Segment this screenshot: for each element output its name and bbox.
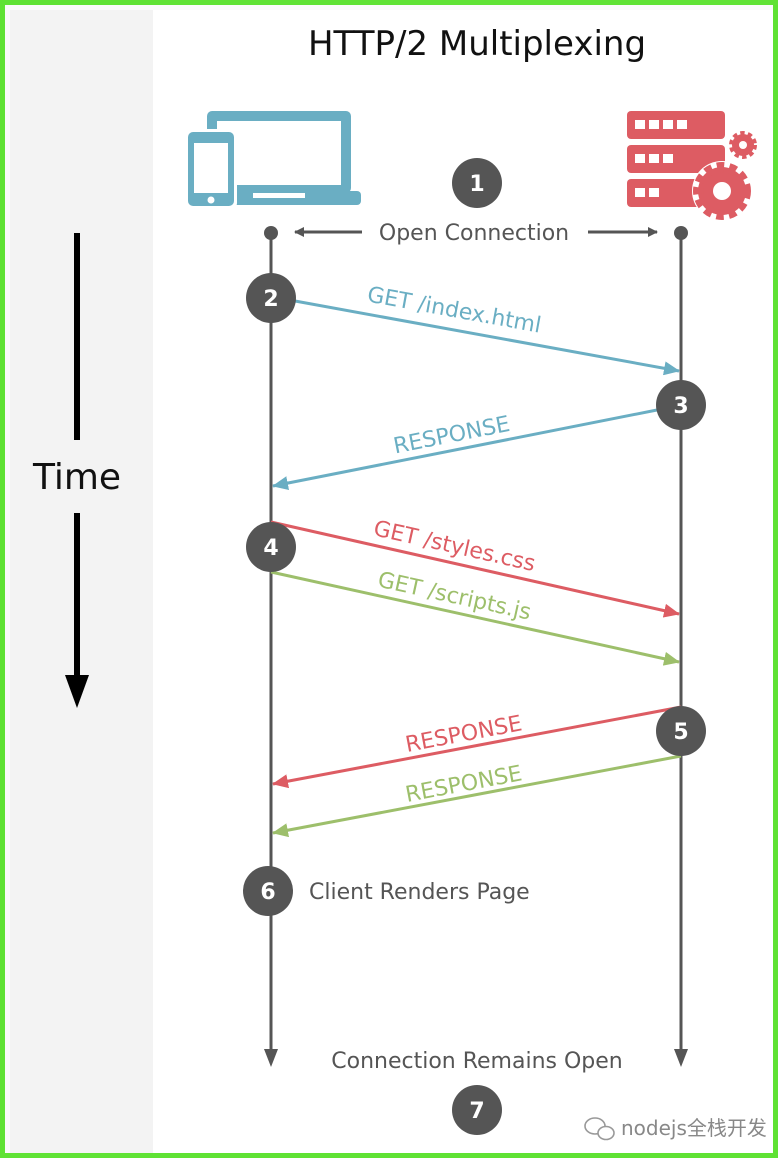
time-column-background (10, 10, 153, 1153)
client-renders-label: Client Renders Page (309, 880, 530, 905)
get-scripts-arrow (270, 570, 680, 666)
devices-icon (185, 111, 361, 209)
step-number-3: 3 (673, 394, 688, 419)
open-connection-label: Open Connection (379, 221, 569, 246)
server-gears-icon (627, 111, 758, 221)
watermark: nodejs全栈开发 (584, 1116, 767, 1141)
watermark-text: nodejs全栈开发 (621, 1116, 767, 1140)
response-index-arrow (272, 408, 658, 490)
time-label: Time (32, 457, 121, 498)
step-badge-6: 6 (243, 866, 293, 916)
server-lifeline-dot (674, 226, 688, 240)
time-arrow-head (65, 675, 89, 708)
sequence-diagram: HTTP/2 Multiplexing Time (10, 10, 773, 1153)
step-badge-3: 3 (656, 380, 706, 430)
step-badge-1: 1 (452, 158, 502, 208)
step-badge-2: 2 (246, 273, 296, 323)
get-index-arrow (294, 299, 680, 376)
step-number-6: 6 (260, 880, 275, 905)
step-number-2: 2 (263, 287, 278, 312)
client-lifeline-arrow (264, 1049, 278, 1067)
step-badge-5: 5 (656, 706, 706, 756)
get-styles-arrow (270, 520, 680, 618)
wechat-icon (584, 1117, 615, 1141)
step-number-5: 5 (673, 720, 688, 745)
step-number-7: 7 (469, 1099, 484, 1124)
step-badge-4: 4 (246, 522, 296, 572)
step-number-4: 4 (263, 536, 278, 561)
page-title: HTTP/2 Multiplexing (308, 24, 646, 64)
time-axis: Time (32, 233, 121, 708)
connection-open-label: Connection Remains Open (331, 1049, 623, 1074)
server-lifeline-arrow (674, 1049, 688, 1067)
response-scripts-arrow (272, 754, 682, 838)
response-styles-arrow (272, 705, 682, 789)
client-lifeline-dot (264, 226, 278, 240)
step-badge-7: 7 (452, 1085, 502, 1135)
step-number-1: 1 (469, 172, 484, 197)
